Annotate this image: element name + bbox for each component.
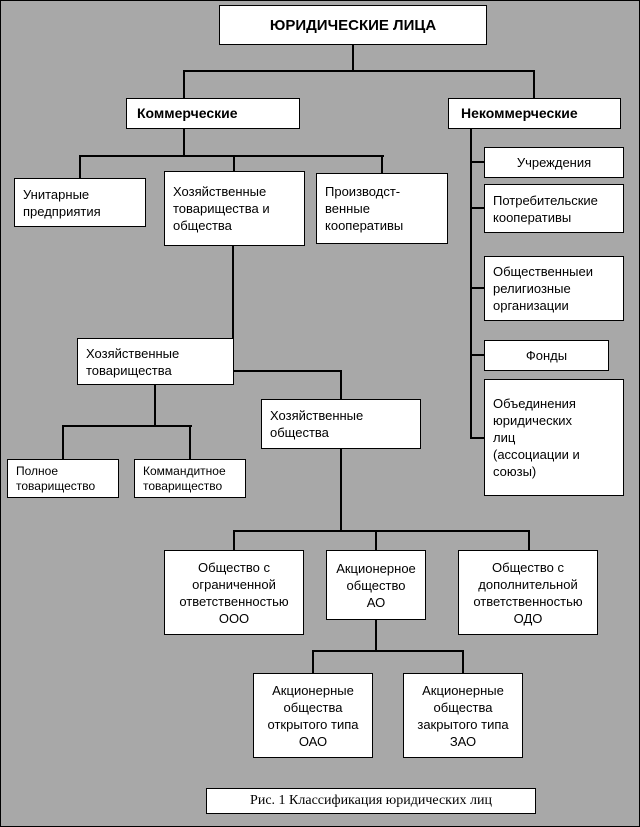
connector-line	[528, 530, 530, 550]
connector-line	[189, 425, 191, 459]
node-oao: Акционерные общества открытого типа ОАО	[253, 673, 373, 758]
connector-line	[183, 129, 185, 157]
figure-caption: Рис. 1 Классификация юридических лиц	[206, 788, 536, 814]
connector-line	[62, 425, 64, 459]
node-ooo: Общество с ограниченной ответственностью…	[164, 550, 304, 635]
node-commercial: Коммерческие	[126, 98, 300, 129]
connector-line	[375, 620, 377, 652]
node-associations-unions: Объединения юридических лиц (ассоциации …	[484, 379, 624, 496]
node-public-religious-organizations: Общественныеи религиозные организации	[484, 256, 624, 321]
node-economic-societies: Хозяйственные общества	[261, 399, 421, 449]
node-institutions: Учреждения	[484, 147, 624, 178]
connector-line	[79, 155, 81, 178]
connector-line	[340, 449, 342, 532]
connector-line	[79, 155, 384, 157]
connector-line	[183, 70, 185, 98]
connector-line	[233, 530, 235, 550]
connector-line	[312, 650, 314, 673]
connector-line	[470, 437, 484, 439]
connector-line	[232, 246, 234, 338]
node-legal-entities: ЮРИДИЧЕСКИЕ ЛИЦА	[219, 5, 487, 45]
connector-line	[312, 650, 464, 652]
connector-line	[375, 530, 377, 550]
node-odo: Общество с дополнительной ответственност…	[458, 550, 598, 635]
connector-line	[381, 155, 383, 173]
node-production-cooperatives: Производст- венные кооперативы	[316, 173, 448, 244]
connector-line	[470, 287, 484, 289]
node-unitary-enterprises: Унитарные предприятия	[14, 178, 146, 227]
connector-line	[183, 70, 535, 72]
connector-line	[234, 370, 342, 372]
connector-line	[62, 425, 192, 427]
connector-line	[340, 370, 342, 399]
connector-line	[533, 70, 535, 98]
node-consumer-cooperatives: Потребительские кооперативы	[484, 184, 624, 233]
node-economic-partnerships: Хозяйственные товарищества	[77, 338, 234, 385]
connector-line	[462, 650, 464, 673]
connector-line	[470, 354, 484, 356]
connector-line	[352, 45, 354, 72]
node-funds: Фонды	[484, 340, 609, 371]
node-limited-partnership: Коммандитное товарищество	[134, 459, 246, 498]
connector-line	[470, 161, 484, 163]
node-noncommercial: Некоммерческие	[448, 98, 621, 129]
connector-line	[233, 155, 235, 171]
node-zao: Акционерные общества закрытого типа ЗАО	[403, 673, 523, 758]
connector-line	[233, 530, 530, 532]
connector-line	[470, 129, 472, 439]
connector-line	[154, 385, 156, 427]
node-full-partnership: Полное товарищество	[7, 459, 119, 498]
node-ao: Акционерное общество АО	[326, 550, 426, 620]
node-partnerships-and-societies: Хозяйственные товарищества и общества	[164, 171, 305, 246]
connector-line	[470, 207, 484, 209]
